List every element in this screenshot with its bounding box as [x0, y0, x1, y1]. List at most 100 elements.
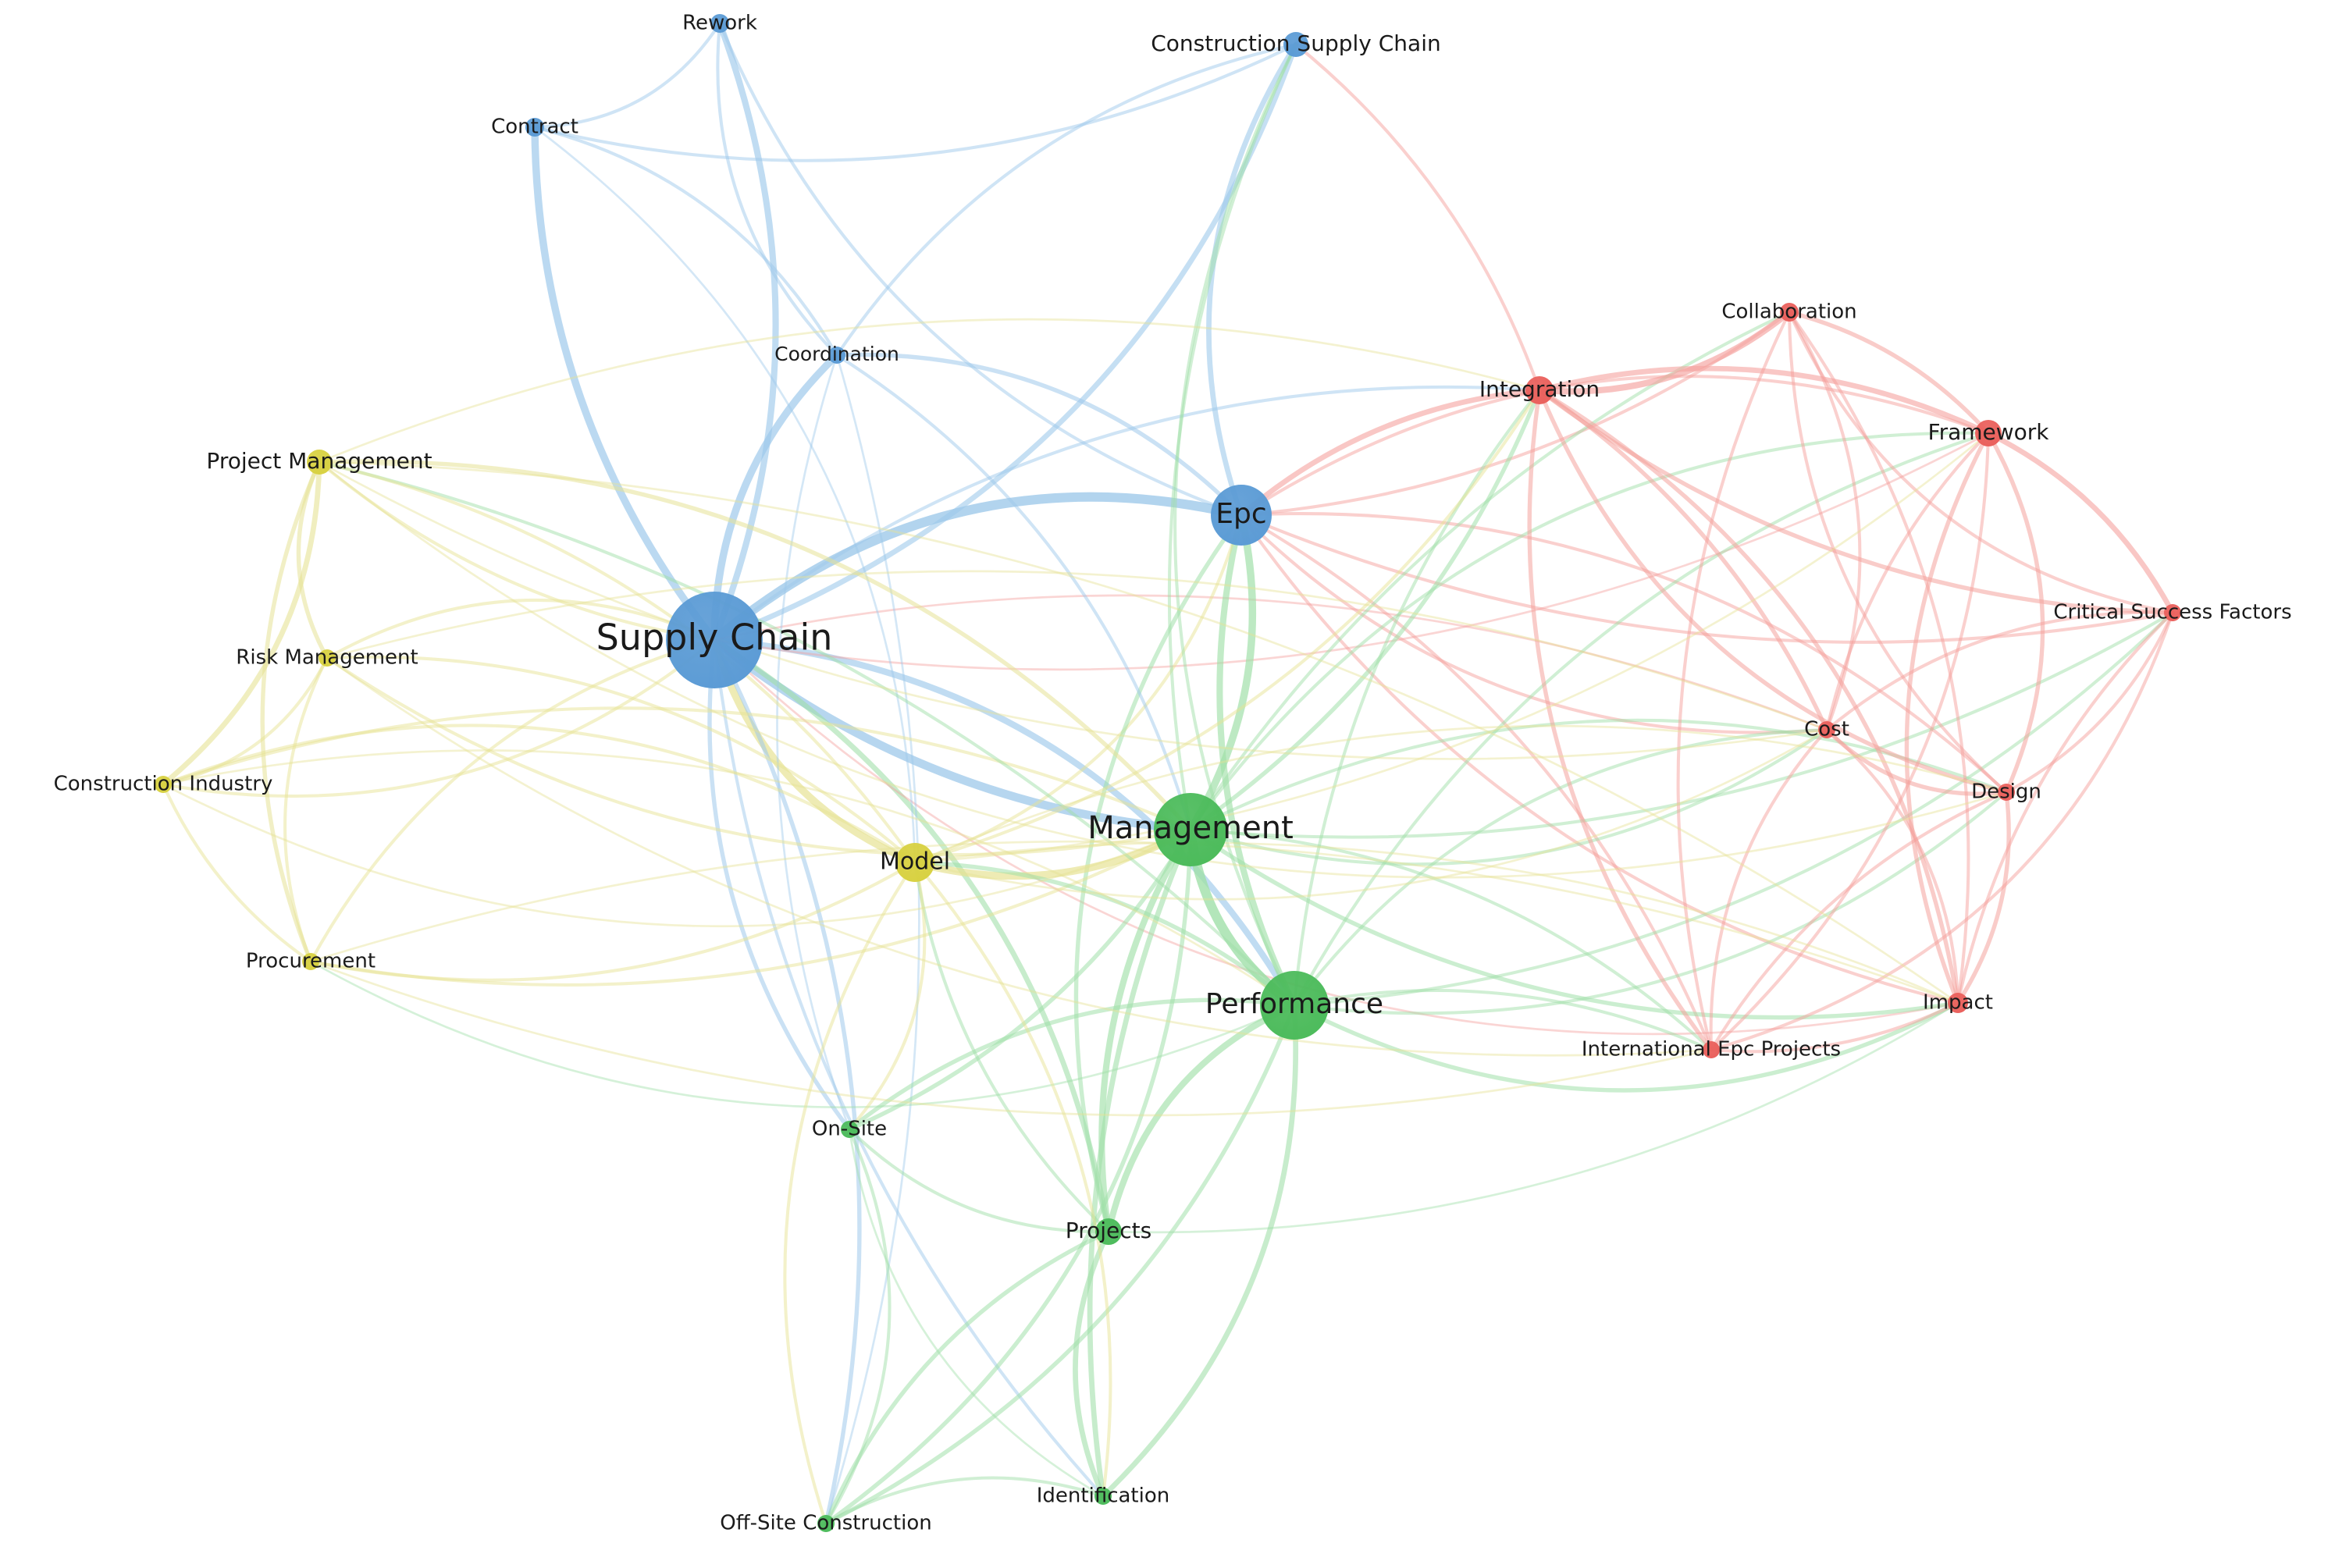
- graph-edge: [835, 42, 1298, 357]
- graph-edge: [1292, 1001, 1960, 1093]
- graph-edge: [1100, 1002, 1299, 1499]
- graph-edge: [1239, 512, 2009, 795]
- graph-edge: [317, 460, 917, 865]
- graph-edge: [1188, 388, 1542, 832]
- graph-node-model[interactable]: [895, 843, 934, 882]
- graph-node-international-epc-projects[interactable]: [1703, 1041, 1720, 1058]
- graph-node-contract[interactable]: [525, 118, 544, 137]
- graph-edge: [913, 432, 1990, 864]
- graph-edge: [326, 570, 1828, 731]
- graph-edge: [1107, 1001, 1959, 1234]
- graph-edge: [711, 637, 1112, 1235]
- graph-node-supply-chain[interactable]: [666, 592, 763, 688]
- graph-node-on-site[interactable]: [841, 1121, 858, 1138]
- graph-edge: [1188, 718, 2009, 832]
- graph-node-risk-management[interactable]: [319, 649, 336, 667]
- graph-edge: [1216, 511, 1298, 1009]
- graph-edge: [325, 598, 717, 660]
- graph-edge: [1527, 388, 1714, 1052]
- graph-node-performance[interactable]: [1260, 971, 1329, 1040]
- graph-node-off-site-construction[interactable]: [817, 1515, 835, 1532]
- graph-edge: [1709, 431, 1991, 1052]
- graph-edge: [1292, 790, 2009, 1015]
- graph-edge: [161, 638, 717, 798]
- graph-edge: [1676, 310, 1792, 1052]
- graph-edge: [532, 21, 722, 130]
- graph-edge: [1239, 513, 1829, 734]
- graph-edge: [1294, 42, 1542, 393]
- graph-edge: [1098, 826, 1194, 1236]
- graph-edge: [1985, 430, 2176, 616]
- graph-edge: [1292, 431, 1991, 1008]
- graph-edge: [160, 459, 322, 788]
- graph-edge: [1904, 431, 1991, 1005]
- graph-edge: [1188, 727, 1829, 866]
- graph-node-framework[interactable]: [1975, 420, 2002, 446]
- graph-edge: [1824, 431, 1991, 732]
- graph-node-collaboration[interactable]: [1780, 303, 1799, 322]
- graph-edge: [1787, 310, 2175, 615]
- graph-edge: [1787, 310, 1991, 436]
- graph-node-design[interactable]: [1998, 784, 2015, 801]
- graph-edge: [296, 460, 329, 660]
- graph-edge: [532, 125, 839, 357]
- graph-edge: [326, 656, 1713, 1057]
- graph-edge: [308, 827, 1193, 987]
- graph-edge: [1787, 310, 2009, 795]
- graph-edge: [1536, 365, 1991, 436]
- graph-node-cost[interactable]: [1818, 721, 1835, 738]
- graph-edge: [709, 492, 1247, 645]
- graph-node-epc[interactable]: [1211, 485, 1272, 546]
- graph-edge: [1292, 989, 1714, 1052]
- graph-node-coordination[interactable]: [828, 347, 845, 364]
- graph-node-impact[interactable]: [1948, 993, 1968, 1013]
- graph-edge: [162, 749, 1296, 1007]
- graph-edge: [824, 1476, 1105, 1526]
- graph-edge: [913, 724, 2008, 864]
- graph-edge: [162, 783, 1192, 928]
- graph-edge: [317, 460, 717, 642]
- graph-edge: [710, 636, 1298, 1009]
- graph-edge: [1073, 513, 1244, 1234]
- graph-edge: [913, 860, 1111, 1234]
- graph-node-management[interactable]: [1154, 793, 1227, 866]
- graph-node-construction-industry[interactable]: [155, 776, 172, 793]
- graph-node-projects[interactable]: [1095, 1218, 1122, 1245]
- graph-edge: [1537, 388, 1960, 1005]
- edges-layer: [160, 20, 2176, 1526]
- graph-edge: [847, 860, 927, 1132]
- graph-node-project-management[interactable]: [307, 450, 332, 475]
- graph-node-rework[interactable]: [710, 14, 729, 33]
- graph-edge: [712, 638, 862, 1526]
- graph-edge: [1188, 610, 2175, 839]
- graph-edge: [318, 460, 1959, 1004]
- graph-edge: [824, 1127, 892, 1526]
- graph-edge: [161, 706, 1193, 832]
- graph-node-critical-success-factors[interactable]: [2164, 604, 2181, 621]
- graph-edge: [1105, 1001, 1298, 1236]
- graph-edge: [835, 352, 1244, 517]
- graph-edge: [717, 21, 1244, 517]
- graph-edge: [707, 638, 852, 1132]
- graph-edge: [1188, 827, 1714, 1052]
- graph-node-identification[interactable]: [1094, 1488, 1112, 1505]
- graph-node-procurement[interactable]: [302, 953, 319, 970]
- graph-node-construction-supply-chain[interactable]: [1283, 32, 1308, 57]
- graph-edge: [161, 782, 313, 964]
- graph-edge: [835, 353, 1193, 832]
- graph-edge: [710, 20, 779, 644]
- graph-edge: [1239, 375, 1991, 517]
- graph-edge: [1787, 310, 1862, 732]
- graph-edge: [161, 656, 329, 787]
- graph-edge: [309, 960, 1296, 1109]
- graph-edge: [1709, 727, 1829, 1052]
- graph-edge: [1709, 1001, 1960, 1054]
- graph-edge: [913, 728, 1828, 901]
- graph-node-integration[interactable]: [1525, 376, 1554, 404]
- graph-edge: [776, 354, 851, 1131]
- graph-edge: [318, 460, 1828, 760]
- graph-edge: [1537, 388, 2009, 795]
- graph-edge: [531, 123, 718, 644]
- graph-edge: [309, 960, 1713, 1117]
